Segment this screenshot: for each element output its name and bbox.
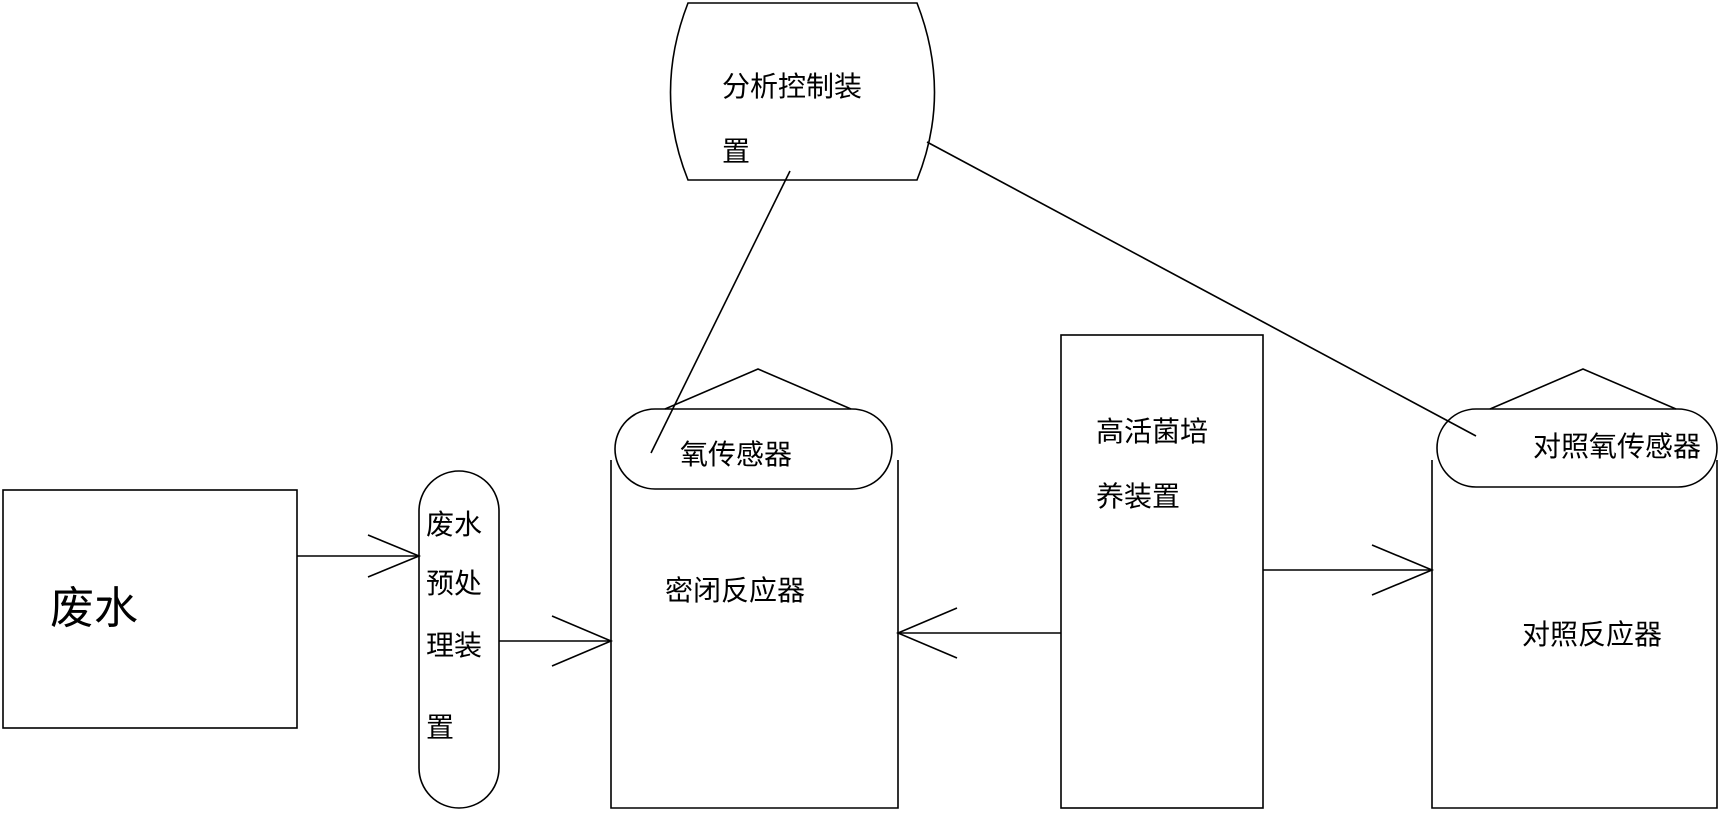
pretreatment-line-2: 预处	[426, 567, 483, 600]
sealed-reactor-roof	[664, 368, 852, 410]
sealed-reactor-box	[610, 460, 899, 809]
arrow-wastewater-head	[367, 534, 422, 578]
arrow-pretreatment-head	[551, 615, 614, 667]
pretreatment-line-3: 理装	[426, 629, 483, 662]
analysis-control-shape	[669, 2, 936, 181]
line-control-to-oxygen-sensor	[650, 170, 791, 454]
wastewater-box	[2, 489, 298, 729]
arrow-culture-to-reactor-head	[895, 607, 958, 659]
pretreatment-line-1: 废水	[426, 508, 483, 541]
bacteria-culture-line-2: 养装置	[1096, 480, 1181, 513]
line-control-to-control-sensor	[926, 141, 1477, 437]
control-reactor-label: 对照反应器	[1522, 618, 1663, 651]
control-oxygen-sensor-label: 对照氧传感器	[1533, 430, 1702, 463]
pretreatment-line-4: 置	[426, 711, 455, 744]
sealed-reactor-label: 密闭反应器	[665, 574, 806, 607]
bacteria-culture-line-1: 高活菌培	[1096, 415, 1209, 448]
analysis-control-line-1: 分析控制装	[722, 70, 863, 103]
bacteria-culture-box	[1060, 334, 1264, 809]
control-reactor-box	[1431, 460, 1718, 809]
oxygen-sensor-label: 氧传感器	[680, 438, 793, 471]
wastewater-label: 废水	[50, 583, 138, 634]
control-oxygen-sensor-capsule	[1436, 408, 1718, 488]
control-reactor-roof	[1489, 368, 1677, 410]
oxygen-sensor-capsule	[614, 408, 893, 490]
arrow-culture-to-control-head	[1371, 544, 1435, 596]
analysis-control-line-2: 置	[722, 135, 751, 168]
pretreatment-capsule	[418, 470, 500, 809]
